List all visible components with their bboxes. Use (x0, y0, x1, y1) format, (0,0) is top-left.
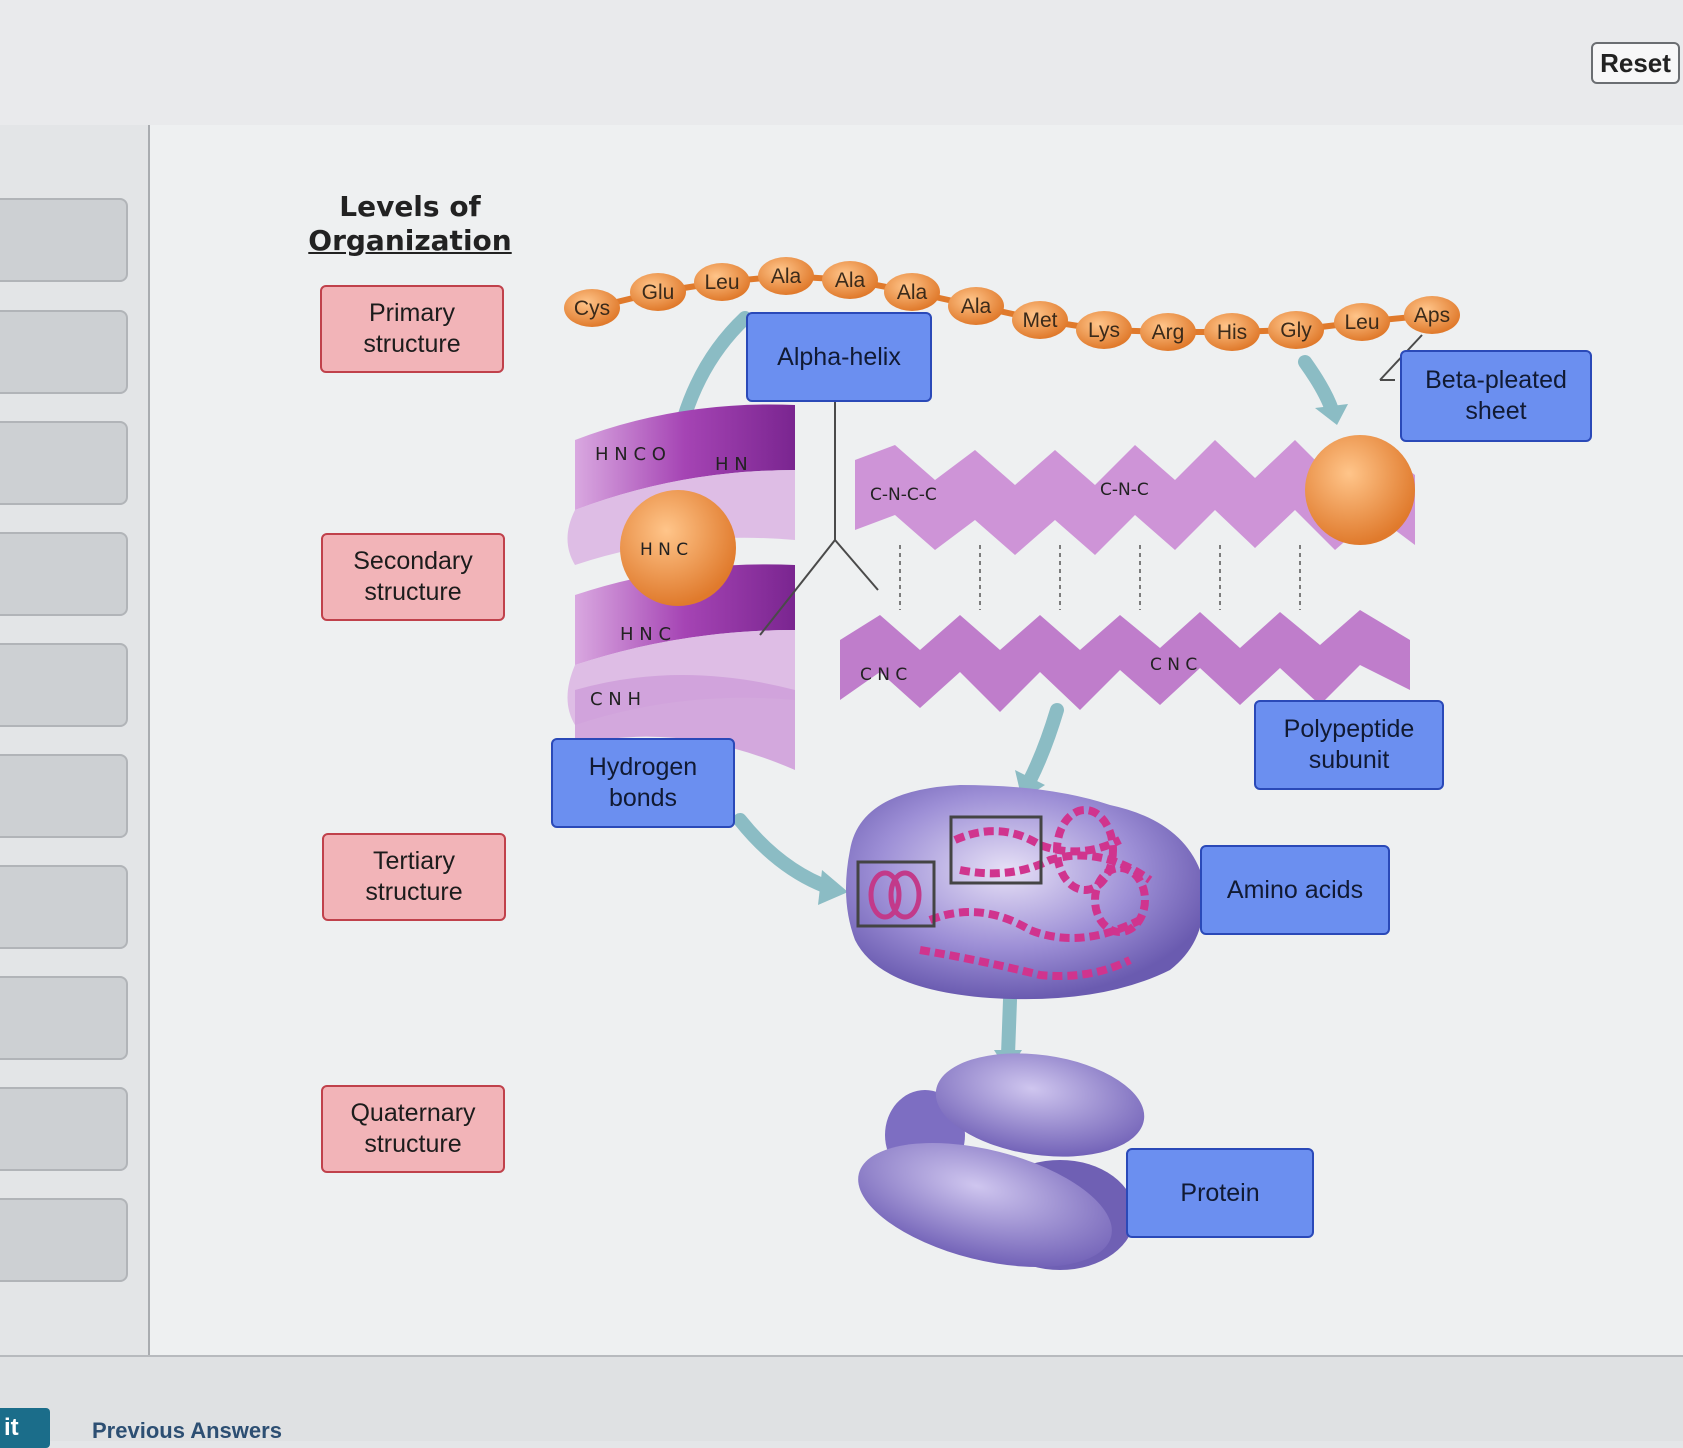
draggable-label: Amino acids (1226, 875, 1364, 904)
level-tertiary-structure[interactable]: Tertiary structure (322, 833, 506, 921)
amino-acid-bead (948, 287, 1004, 325)
amino-acid-bead (1404, 296, 1460, 334)
drop-target-slot[interactable] (0, 1087, 128, 1171)
amino-acid-bead (1012, 301, 1068, 339)
submit-button[interactable]: it (0, 1408, 50, 1448)
svg-text:H N: H N (715, 454, 748, 475)
label-amino-acids[interactable]: Amino acids (1200, 845, 1390, 935)
amino-acid-label: Met (1022, 309, 1057, 332)
drop-target-column (0, 125, 150, 1355)
svg-text:C N H: C N H (590, 689, 641, 710)
svg-text:C-N-C: C-N-C (1100, 480, 1149, 500)
level-secondary-structure[interactable]: Secondary structure (321, 533, 505, 621)
svg-text:C N C: C N C (860, 665, 907, 685)
amino-acid-label: Ala (897, 281, 928, 304)
amino-acid-label: Ala (771, 265, 802, 288)
amino-acid-bead (1140, 313, 1196, 351)
label-protein[interactable]: Protein (1126, 1148, 1314, 1238)
amino-acid-bead (630, 273, 686, 311)
draggable-label: Protein (1180, 1178, 1260, 1207)
arrow-to-quaternary (1001, 993, 1017, 1062)
reset-button[interactable]: Reset (1591, 42, 1680, 84)
label-leader-lines (759, 334, 1423, 636)
amino-acid-label: Aps (1414, 304, 1450, 327)
arrow-to-tertiary (1023, 703, 1064, 787)
amino-acid-label: Arg (1152, 321, 1185, 344)
svg-text:C-N-C-C: C-N-C-C (870, 485, 937, 505)
svg-text:C N C: C N C (1150, 655, 1197, 675)
label-alpha-helix[interactable]: Alpha-helix (746, 312, 932, 402)
level-label: Tertiary structure (365, 847, 463, 906)
quaternary-structure-illustration (858, 1053, 1145, 1270)
amino-acid-bead (1268, 311, 1324, 349)
level-quaternary-structure[interactable]: Quaternary structure (321, 1085, 505, 1173)
level-primary-structure[interactable]: Primary structure (320, 285, 504, 373)
heading-line-2: Organization (308, 224, 512, 257)
beta-pleated-sheet-illustration: C-N-C-C C-N-C C N C C N C (840, 435, 1415, 712)
svg-text:H N C: H N C (640, 540, 688, 560)
drop-target-slot[interactable] (0, 865, 128, 949)
svg-text:H N C O: H N C O (595, 444, 666, 465)
levels-heading: Levels of Organization (305, 190, 515, 258)
label-hydrogen-bonds[interactable]: Hydrogen bonds (551, 738, 735, 828)
heading-line-1: Levels of (339, 190, 481, 223)
drop-target-slot[interactable] (0, 1198, 128, 1282)
amino-acid-label: Ala (961, 295, 992, 318)
level-label: Quaternary structure (350, 1099, 476, 1158)
footer-bar (0, 1355, 1683, 1441)
top-toolbar: Reset (0, 0, 1683, 125)
previous-answers-link[interactable]: Previous Answers (92, 1418, 282, 1443)
amino-acid-bead (758, 257, 814, 295)
arrow-to-sheet (1298, 355, 1339, 417)
arrow-helix-to-tertiary (733, 813, 837, 895)
drop-target-slot[interactable] (0, 310, 128, 394)
drop-target-slot[interactable] (0, 198, 128, 282)
amino-acid-bead (884, 273, 940, 311)
draggable-label: Hydrogen bonds (588, 753, 698, 812)
label-beta-pleated-sheet[interactable]: Beta-pleated sheet (1400, 350, 1592, 442)
amino-acid-bead (1204, 313, 1260, 351)
amino-acid-bead (1334, 303, 1390, 341)
drop-target-slot[interactable] (0, 754, 128, 838)
amino-acid-label: Leu (704, 271, 739, 294)
drop-target-slot[interactable] (0, 643, 128, 727)
level-label: Secondary structure (353, 547, 473, 606)
tertiary-structure-illustration (846, 785, 1204, 1000)
amino-acid-label: Ala (835, 269, 866, 292)
drop-target-slot[interactable] (0, 532, 128, 616)
amino-acid-bead (1076, 311, 1132, 349)
amino-acid-label: Cys (574, 297, 610, 320)
drop-target-slot[interactable] (0, 976, 128, 1060)
amino-acid-label: Gly (1280, 319, 1312, 342)
alpha-helix-illustration: H N C O H N C H N C N H H N C (567, 404, 795, 770)
amino-acid-bead (822, 261, 878, 299)
level-label: Primary structure (363, 299, 461, 358)
amino-acid-bead (564, 289, 620, 327)
arrow-head (818, 870, 848, 905)
amino-acid-label: Leu (1344, 311, 1379, 334)
draggable-label: Beta-pleated sheet (1425, 366, 1567, 425)
amino-acid-bead (694, 263, 750, 301)
svg-text:H N C: H N C (620, 624, 671, 645)
drop-target-slot[interactable] (0, 421, 128, 505)
amino-acid-label: His (1217, 321, 1247, 344)
label-polypeptide-subunit[interactable]: Polypeptide subunit (1254, 700, 1444, 790)
draggable-label: Alpha-helix (777, 342, 901, 371)
draggable-label: Polypeptide subunit (1283, 715, 1415, 774)
amino-acid-label: Lys (1088, 319, 1120, 342)
amino-acid-label: Glu (642, 281, 675, 304)
arrow-head (1315, 404, 1348, 425)
